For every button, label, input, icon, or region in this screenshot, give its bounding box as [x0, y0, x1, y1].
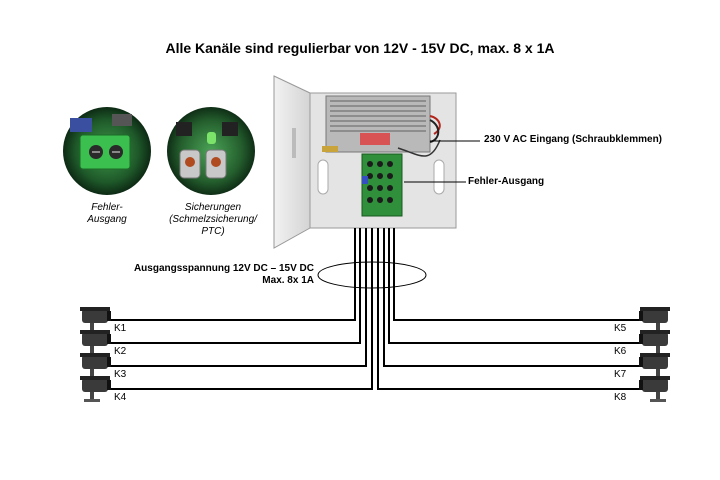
- camera-icon-right-3: [639, 353, 670, 379]
- channel-label-k2: K2: [114, 346, 127, 357]
- channel-label-k1: K1: [114, 323, 127, 334]
- fuses-inset-caption: Sicherungen (Schmelzsicherung/ PTC): [169, 202, 257, 237]
- camera-icon-left-3: [80, 353, 111, 379]
- wire-k6: [388, 228, 640, 344]
- wire-k7: [383, 228, 640, 367]
- camera-icon-left-4: [80, 376, 111, 402]
- wire-k4: [110, 228, 373, 390]
- fault-output-label: Fehler-Ausgang: [468, 176, 545, 187]
- channel-label-k6: K6: [614, 346, 627, 357]
- cameras-right: [639, 307, 670, 402]
- channel-label-k5: K5: [614, 323, 627, 334]
- fuses-inset: [167, 107, 255, 195]
- camera-icon-left-1: [80, 307, 111, 333]
- channel-label-k8: K8: [614, 392, 627, 403]
- channel-label-k7: K7: [614, 369, 627, 380]
- fault-output-inset: [63, 107, 151, 195]
- camera-icon-right-2: [639, 330, 670, 356]
- channel-label-k4: K4: [114, 392, 127, 403]
- camera-icon-right-4: [639, 376, 670, 402]
- cameras-left: [80, 307, 111, 402]
- wire-k5: [393, 228, 640, 321]
- channel-label-k3: K3: [114, 369, 127, 380]
- wire-k8: [377, 228, 640, 390]
- output-voltage-label: Ausgangsspannung 12V DC – 15V DC: [133, 263, 314, 274]
- output-wires: [110, 228, 640, 390]
- fault-inset-caption: Fehler- Ausgang: [87, 202, 127, 225]
- output-current-label: Max. 8x 1A: [262, 275, 314, 286]
- camera-icon-left-2: [80, 330, 111, 356]
- wire-k1: [110, 228, 356, 321]
- enclosure-door: [273, 75, 311, 249]
- diagram-title: Alle Kanäle sind regulierbar von 12V - 1…: [165, 40, 555, 56]
- wire-k2: [110, 228, 361, 344]
- ac-input-label: 230 V AC Eingang (Schraubklemmen): [484, 134, 663, 145]
- enclosure-body: [309, 92, 457, 229]
- camera-icon-right-1: [639, 307, 670, 333]
- wire-k3: [110, 228, 367, 367]
